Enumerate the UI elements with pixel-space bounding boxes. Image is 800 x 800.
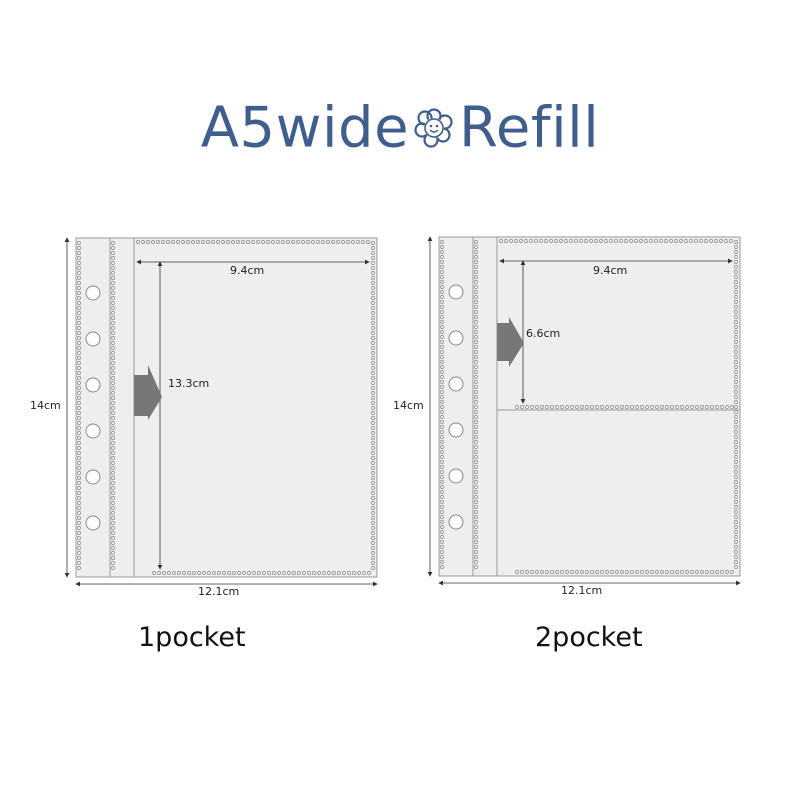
- panel-1pocket-caption: 1pocket: [138, 622, 246, 653]
- sheet: [438, 236, 741, 577]
- binder-hole: [85, 377, 101, 393]
- panel-1pocket-pocket-width-label: 9.4cm: [230, 264, 265, 277]
- panel-2pocket: [427, 236, 741, 586]
- stitch-right: [371, 241, 375, 570]
- binder-hole: [448, 514, 464, 530]
- title-right: Refill: [459, 95, 600, 161]
- stitch-left: [440, 240, 444, 569]
- panel-2pocket-width-label: 12.1cm: [561, 584, 603, 597]
- binder-hole: [85, 285, 101, 301]
- stitch-strip: [474, 240, 478, 569]
- stitch-bottom: [152, 571, 371, 575]
- insert-arrow-icon: [134, 365, 162, 420]
- panel-1pocket-width-label: 12.1cm: [198, 585, 240, 598]
- sheet: [75, 237, 378, 578]
- panel-2pocket-pocket-height-label: 6.6cm: [526, 327, 561, 340]
- binder-hole: [85, 515, 101, 531]
- binder-hole: [448, 422, 464, 438]
- stitch-bottom: [515, 570, 734, 574]
- stitch-top: [499, 239, 733, 243]
- panel-1pocket: [64, 237, 378, 587]
- stitch-divider: [515, 405, 734, 409]
- panel-1pocket-pocket-height-label: 13.3cm: [168, 377, 210, 390]
- binder-hole: [85, 469, 101, 485]
- page-title: A5wide Refill: [0, 92, 800, 162]
- stitch-right: [734, 240, 738, 569]
- panel-2pocket-pocket-width-label: 9.4cm: [593, 264, 628, 277]
- smiley-flower-icon: [414, 108, 453, 148]
- panel-2pocket-height-label: 14cm: [393, 399, 424, 412]
- title-left: A5wide: [200, 95, 410, 161]
- stitch-left: [77, 241, 81, 570]
- panel-1pocket-height-label: 14cm: [30, 399, 61, 412]
- stitch-strip: [111, 241, 115, 570]
- stitch-top: [136, 240, 370, 244]
- binder-hole: [448, 468, 464, 484]
- binder-hole: [448, 284, 464, 300]
- insert-arrow-icon: [497, 317, 524, 367]
- binder-hole: [85, 331, 101, 347]
- binder-hole: [448, 376, 464, 392]
- binder-hole: [85, 423, 101, 439]
- binder-hole: [448, 330, 464, 346]
- panel-2pocket-caption: 2pocket: [535, 622, 643, 653]
